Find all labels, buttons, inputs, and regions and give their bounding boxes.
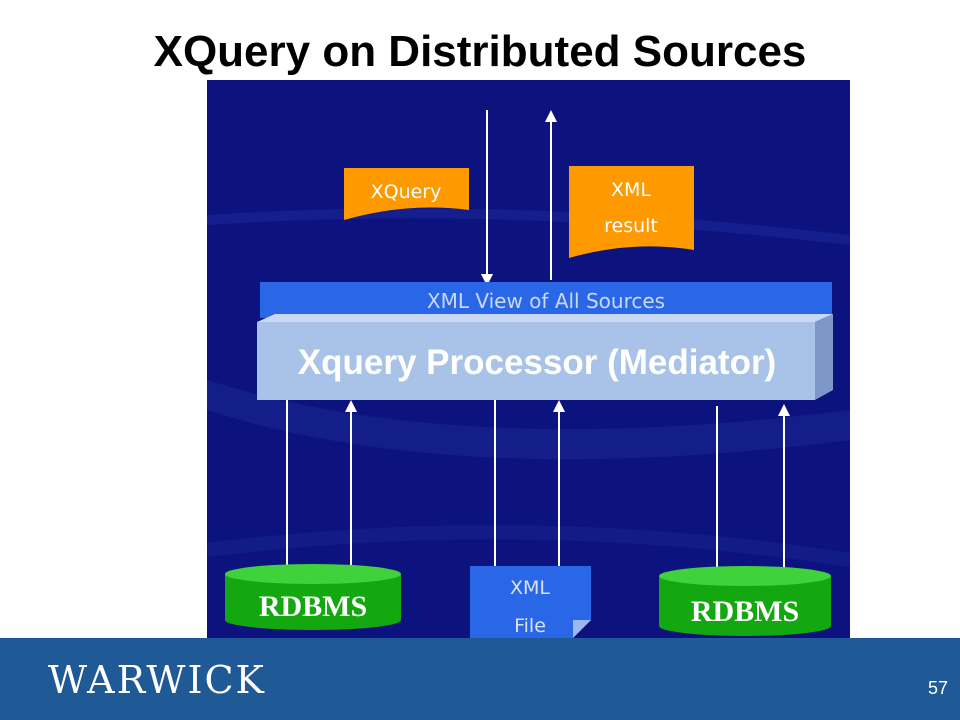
background-swoosh (207, 380, 850, 460)
architecture-diagram: XQuery XML result XML View of All Source… (207, 80, 850, 646)
xml-file-label-line2: File (514, 615, 546, 637)
xml-file-fold (573, 620, 591, 638)
xml-result-document (569, 166, 694, 258)
warwick-logo: WARWICK (48, 658, 266, 702)
xml-file (470, 566, 591, 638)
xml-result-label-line1: XML (611, 179, 651, 201)
mediator-box (257, 322, 815, 400)
background-swoosh (207, 208, 850, 245)
left-database-label: RDBMS (259, 590, 367, 623)
xquery-document (344, 168, 469, 220)
left-database (225, 574, 401, 630)
mediator-box-top (257, 314, 833, 322)
slide-title: XQuery on Distributed Sources (153, 27, 807, 76)
footer-bar: WARWICK 57 (0, 638, 960, 720)
xml-result-label-line2: result (604, 215, 658, 237)
mediator-box-side (815, 314, 833, 400)
right-database-top (659, 566, 831, 586)
right-database (659, 576, 831, 636)
right-database-label: RDBMS (691, 595, 799, 628)
xml-view-bar-label: XML View of All Sources (427, 289, 665, 313)
mediator-label: Xquery Processor (Mediator) (298, 343, 776, 382)
xquery-document-label: XQuery (371, 181, 442, 203)
xml-view-bar (260, 282, 832, 318)
xml-file-label-line1: XML (510, 577, 550, 599)
background-swoosh (207, 525, 850, 567)
page-number: 57 (927, 678, 948, 698)
left-database-top (225, 564, 401, 584)
